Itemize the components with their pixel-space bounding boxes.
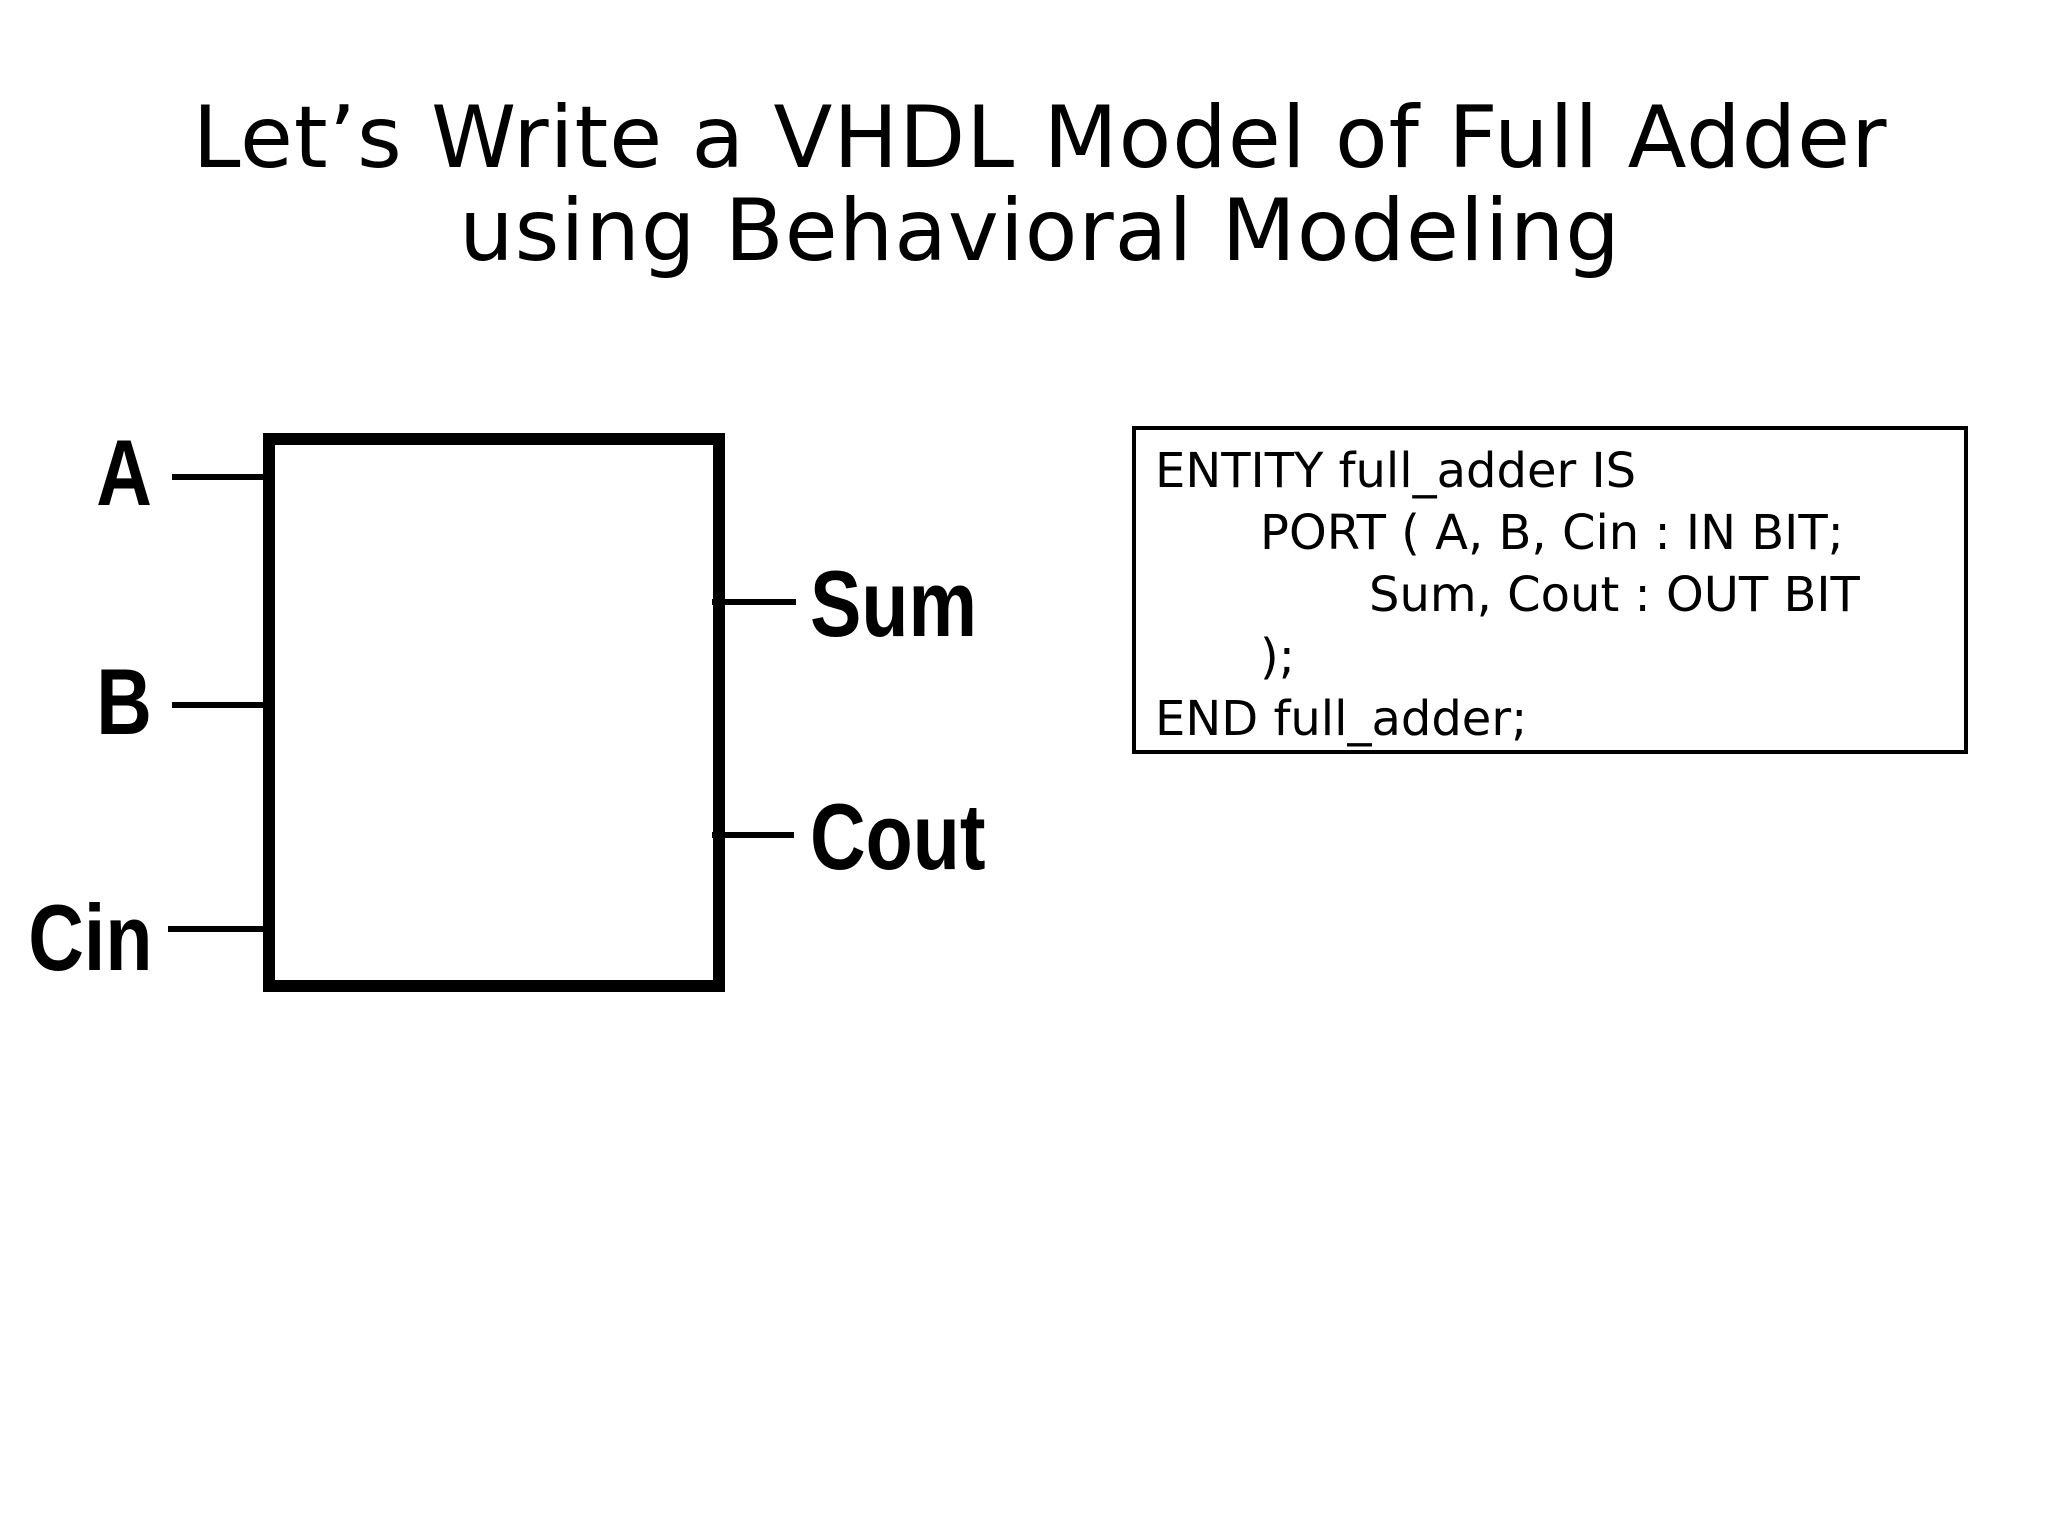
code-line-port: PORT ( A, B, Cin : IN BIT; (1260, 505, 1844, 561)
code-line-close-paren: ); (1260, 629, 1295, 685)
input-wire-cin (168, 926, 264, 932)
output-wire-sum (712, 599, 796, 605)
output-wire-cout (712, 832, 794, 838)
input-label-a: A (96, 420, 152, 525)
input-wire-b (172, 702, 264, 708)
code-line-outputs: Sum, Cout : OUT BIT (1369, 567, 1860, 623)
code-line-entity: ENTITY full_adder IS (1155, 443, 1637, 499)
slide-title: Let’s Write a VHDL Model of Full Adder u… (0, 92, 2048, 278)
output-label-cout: Cout (810, 784, 986, 889)
vhdl-entity-code-box: ENTITY full_adder IS PORT ( A, B, Cin : … (1132, 426, 1968, 754)
input-wire-a (172, 474, 264, 480)
output-label-sum: Sum (810, 551, 978, 656)
code-line-end: END full_adder; (1155, 691, 1528, 747)
title-line-2: using Behavioral Modeling (459, 181, 1621, 281)
title-line-1: Let’s Write a VHDL Model of Full Adder (192, 88, 1888, 188)
input-label-cin: Cin (27, 885, 152, 990)
full-adder-block (263, 433, 725, 992)
input-label-b: B (96, 649, 152, 754)
